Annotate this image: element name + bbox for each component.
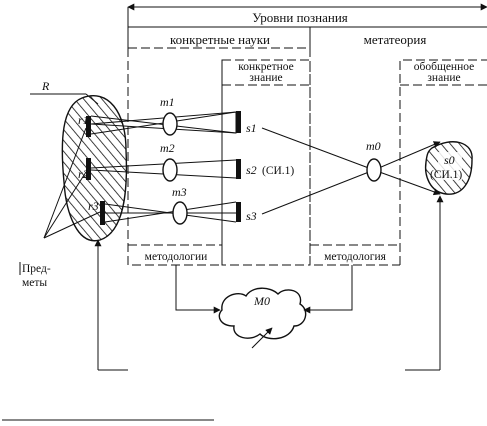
object-r3-label: r3 — [88, 199, 99, 213]
result-s0-suffix: (СИ.1) — [430, 169, 462, 181]
caption-pointer-2 — [43, 171, 87, 239]
object-region: R r1 r2 r3 Пред- меты — [19, 79, 128, 289]
generalized-knowledge-line1: обобщенное — [414, 61, 474, 73]
lens-m3 — [172, 201, 188, 225]
result-s1-label: s1 — [246, 121, 257, 135]
generalized-knowledge-line2: знание — [427, 72, 460, 84]
link-methodologies-to-m0 — [175, 265, 221, 314]
object-r1-label: r1 — [78, 113, 89, 127]
caption-pointer-3 — [43, 211, 101, 239]
col-metatheory-label: метатеория — [364, 32, 427, 47]
result-s2-label: s2 — [246, 163, 257, 177]
concrete-knowledge-frame — [221, 59, 311, 266]
caption-pointer-1 — [43, 127, 87, 239]
lens-m2 — [162, 158, 178, 182]
m0-label: M0 — [253, 294, 270, 308]
lens-m0-label: m0 — [366, 139, 381, 153]
lens-m1-label: m1 — [160, 95, 175, 109]
col-sciences-label: конкретные науки — [170, 32, 270, 47]
header-title: Уровни познания — [252, 10, 348, 25]
result-s2-suffix: (СИ.1) — [262, 165, 294, 177]
result-s0-label: s0 — [444, 153, 455, 167]
lens-m1 — [162, 112, 178, 136]
methodologies-label: методологии — [145, 251, 208, 263]
result-s1-screen — [236, 111, 241, 133]
region-r-pointer-end — [85, 93, 99, 105]
result-s2-screen — [236, 159, 241, 179]
object-r3 — [100, 201, 105, 225]
header: Уровни познания конкретные науки метатео… — [127, 3, 487, 48]
m0-cloud — [218, 287, 307, 340]
object-r2-label: r2 — [78, 167, 89, 181]
meta-ray-from-s1 — [261, 127, 375, 171]
caption-line1: Пред- — [22, 263, 51, 275]
object-r2 — [86, 158, 91, 180]
lens-m0 — [366, 158, 382, 182]
concrete-knowledge-line1: конкретное — [238, 61, 294, 73]
result-s3-screen — [236, 202, 241, 222]
methodology-frame — [309, 48, 400, 266]
region-r-label: R — [41, 79, 50, 93]
result-s0-label-bg — [438, 152, 462, 180]
caption-line2: меты — [22, 277, 47, 289]
result-s3-label: s3 — [246, 209, 257, 223]
lens-m2-label: m2 — [160, 141, 175, 155]
meta-rays — [261, 127, 441, 215]
concrete-knowledge-line2: знание — [249, 72, 282, 84]
object-r1 — [86, 116, 91, 137]
methodologies-frame — [127, 48, 223, 266]
central-m0: M0 — [175, 265, 353, 349]
ray-3b — [104, 201, 237, 223]
meta-ray-from-s3 — [261, 169, 375, 215]
meta-ray-out-top — [373, 141, 441, 171]
generalized-frame — [399, 59, 487, 265]
m0-pointer — [251, 327, 273, 349]
link-methodology-to-m0 — [303, 265, 353, 314]
lens-m3-label: m3 — [172, 185, 187, 199]
meta-ray-out-bottom — [373, 169, 441, 196]
dashed-frames — [127, 47, 487, 266]
methodology-label: методология — [324, 251, 386, 263]
